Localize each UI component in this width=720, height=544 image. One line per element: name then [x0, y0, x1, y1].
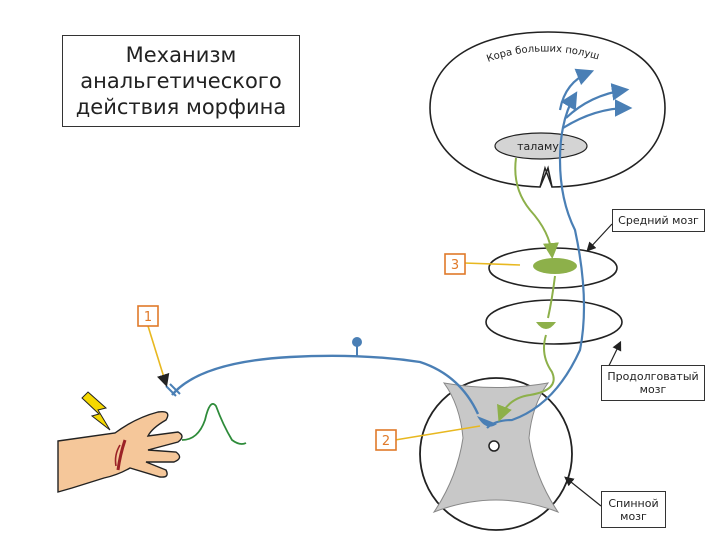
spinal-label-line-1: Спинной: [608, 496, 659, 510]
svg-text:3: 3: [451, 258, 459, 273]
title-box: Механизм анальгетического действия морфи…: [62, 35, 300, 127]
hand: [57, 410, 183, 493]
midbrain: [488, 247, 618, 289]
title-line-2: анальгетического: [80, 69, 282, 93]
medulla-terminal: [536, 322, 556, 329]
descending-pathway: [497, 157, 559, 422]
spinal-label-line-2: мозг: [620, 509, 647, 523]
wound: [116, 439, 127, 471]
cerebral-hemispheres: [429, 31, 666, 188]
title-line-1: Механизм: [125, 43, 237, 67]
midbrain-label-text: Средний мозг: [618, 214, 699, 227]
marker-3: 3: [444, 253, 466, 275]
thalamus-label: таламус: [517, 140, 565, 153]
medulla-label: Продолговатый мозг: [601, 365, 705, 401]
medulla-label-line-2: мозг: [639, 383, 667, 396]
svg-text:1: 1: [144, 310, 152, 325]
ascending-pathway: [486, 68, 633, 429]
svg-text:2: 2: [382, 434, 390, 449]
title-line-3: действия морфина: [75, 95, 287, 119]
marker-pointers: [147, 262, 521, 441]
midbrain-label: Средний мозг: [612, 209, 705, 232]
synapse-terminal: [477, 416, 497, 427]
midbrain-nucleus: [533, 258, 577, 274]
dorsal-root-ganglion: [352, 337, 362, 347]
thalamus: таламус: [494, 132, 588, 160]
marker-2: 2: [375, 429, 397, 451]
pain-spike: [181, 403, 247, 445]
spinal-cord: [419, 377, 573, 531]
spinal-cord-label: Спинной мозг: [601, 491, 666, 528]
central-canal: [488, 440, 500, 452]
marker-1: 1: [137, 305, 159, 327]
medulla-label-line-1: Продолговатый: [607, 370, 699, 383]
peripheral-nerve: [165, 337, 497, 427]
lightning-icon: [81, 391, 111, 431]
